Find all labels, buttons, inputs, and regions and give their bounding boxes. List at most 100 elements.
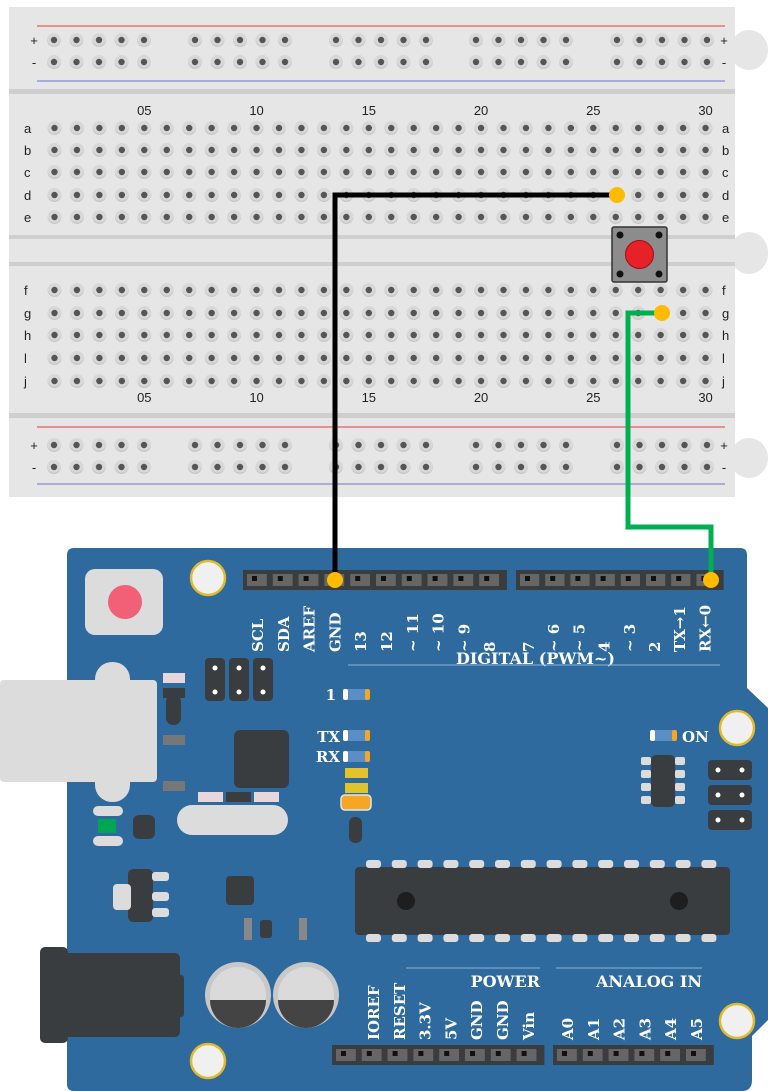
breadboard-hole[interactable]	[563, 372, 578, 389]
breadboard-hole[interactable]	[406, 281, 421, 298]
breadboard-hole[interactable]	[384, 119, 399, 136]
breadboard-hole[interactable]	[137, 304, 152, 321]
breadboard-hole[interactable]	[69, 119, 84, 136]
breadboard-hole[interactable]	[92, 349, 107, 366]
breadboard-hole[interactable]	[406, 372, 421, 389]
breadboard-hole[interactable]	[47, 31, 61, 48]
breadboard-hole[interactable]	[406, 163, 421, 180]
wire-end-g28[interactable]	[654, 305, 670, 321]
breadboard-hole[interactable]	[541, 372, 556, 389]
breadboard-hole[interactable]	[159, 349, 174, 366]
breadboard-hole[interactable]	[474, 208, 489, 225]
breadboard-hole[interactable]	[653, 281, 668, 298]
breadboard-hole[interactable]	[518, 163, 533, 180]
breadboard-hole[interactable]	[69, 31, 84, 48]
breadboard-hole[interactable]	[514, 436, 528, 453]
breadboard-hole[interactable]	[159, 119, 174, 136]
breadboard-hole[interactable]	[69, 436, 84, 453]
breadboard-hole[interactable]	[429, 304, 444, 321]
breadboard-hole[interactable]	[406, 304, 421, 321]
breadboard-hole[interactable]	[586, 349, 601, 366]
breadboard-hole[interactable]	[361, 141, 376, 158]
breadboard-hole[interactable]	[586, 119, 601, 136]
breadboard-hole[interactable]	[137, 141, 152, 158]
breadboard-hole[interactable]	[137, 119, 152, 136]
breadboard-hole[interactable]	[233, 31, 247, 48]
breadboard-hole[interactable]	[92, 141, 107, 158]
breadboard-hole[interactable]	[249, 141, 264, 158]
breadboard-hole[interactable]	[514, 31, 528, 48]
breadboard-hole[interactable]	[518, 141, 533, 158]
breadboard-hole[interactable]	[69, 372, 84, 389]
breadboard-hole[interactable]	[47, 436, 61, 453]
breadboard-hole[interactable]	[541, 208, 556, 225]
breadboard-hole[interactable]	[182, 119, 197, 136]
breadboard-hole[interactable]	[518, 372, 533, 389]
breadboard-hole[interactable]	[114, 349, 129, 366]
breadboard-hole[interactable]	[677, 436, 692, 453]
breadboard-hole[interactable]	[610, 31, 624, 48]
breadboard-hole[interactable]	[227, 208, 242, 225]
breadboard-hole[interactable]	[429, 326, 444, 343]
breadboard-hole[interactable]	[47, 119, 62, 136]
breadboard-hole[interactable]	[159, 372, 174, 389]
breadboard-hole[interactable]	[474, 326, 489, 343]
breadboard-hole[interactable]	[159, 163, 174, 180]
breadboard-hole[interactable]	[451, 304, 466, 321]
breadboard-hole[interactable]	[677, 458, 692, 475]
breadboard-hole[interactable]	[92, 119, 107, 136]
breadboard-hole[interactable]	[563, 119, 578, 136]
breadboard-hole[interactable]	[608, 349, 623, 366]
breadboard-hole[interactable]	[204, 163, 219, 180]
breadboard-hole[interactable]	[137, 372, 152, 389]
breadboard-hole[interactable]	[351, 53, 366, 70]
breadboard-hole[interactable]	[272, 141, 286, 158]
breadboard-hole[interactable]	[69, 281, 84, 298]
breadboard-hole[interactable]	[210, 53, 225, 70]
breadboard-hole[interactable]	[69, 326, 84, 343]
breadboard-hole[interactable]	[496, 141, 511, 158]
breadboard-hole[interactable]	[608, 304, 623, 321]
breadboard-hole[interactable]	[114, 372, 129, 389]
pushbutton-cap[interactable]	[625, 240, 654, 269]
breadboard-hole[interactable]	[384, 208, 399, 225]
breadboard-hole[interactable]	[653, 208, 668, 225]
breadboard-hole[interactable]	[451, 281, 466, 298]
breadboard-hole[interactable]	[137, 281, 152, 298]
breadboard-hole[interactable]	[339, 208, 354, 225]
breadboard-hole[interactable]	[249, 163, 264, 180]
breadboard-hole[interactable]	[676, 281, 691, 298]
breadboard-hole[interactable]	[114, 436, 129, 453]
breadboard-hole[interactable]	[396, 458, 411, 475]
breadboard-hole[interactable]	[700, 31, 714, 48]
breadboard-hole[interactable]	[384, 281, 399, 298]
breadboard-hole[interactable]	[474, 163, 489, 180]
breadboard-hole[interactable]	[586, 208, 601, 225]
breadboard-hole[interactable]	[204, 141, 219, 158]
breadboard-hole[interactable]	[204, 326, 219, 343]
breadboard-hole[interactable]	[518, 281, 533, 298]
breadboard-hole[interactable]	[204, 304, 219, 321]
breadboard-hole[interactable]	[114, 281, 129, 298]
breadboard-hole[interactable]	[114, 141, 129, 158]
breadboard-hole[interactable]	[339, 304, 354, 321]
breadboard-hole[interactable]	[474, 304, 489, 321]
breadboard-hole[interactable]	[294, 372, 309, 389]
breadboard-hole[interactable]	[249, 119, 264, 136]
breadboard-hole[interactable]	[255, 53, 270, 70]
breadboard-hole[interactable]	[698, 326, 713, 343]
breadboard-hole[interactable]	[608, 281, 623, 298]
breadboard-hole[interactable]	[631, 141, 646, 158]
breadboard-hole[interactable]	[114, 163, 129, 180]
breadboard-hole[interactable]	[227, 186, 242, 203]
breadboard-hole[interactable]	[676, 141, 691, 158]
breadboard-hole[interactable]	[451, 141, 466, 158]
breadboard-hole[interactable]	[316, 372, 331, 389]
breadboard-hole[interactable]	[137, 31, 151, 48]
breadboard-hole[interactable]	[631, 326, 646, 343]
breadboard-hole[interactable]	[429, 372, 444, 389]
breadboard-hole[interactable]	[114, 186, 129, 203]
breadboard-hole[interactable]	[610, 436, 624, 453]
breadboard-hole[interactable]	[114, 208, 129, 225]
breadboard-hole[interactable]	[47, 208, 62, 225]
